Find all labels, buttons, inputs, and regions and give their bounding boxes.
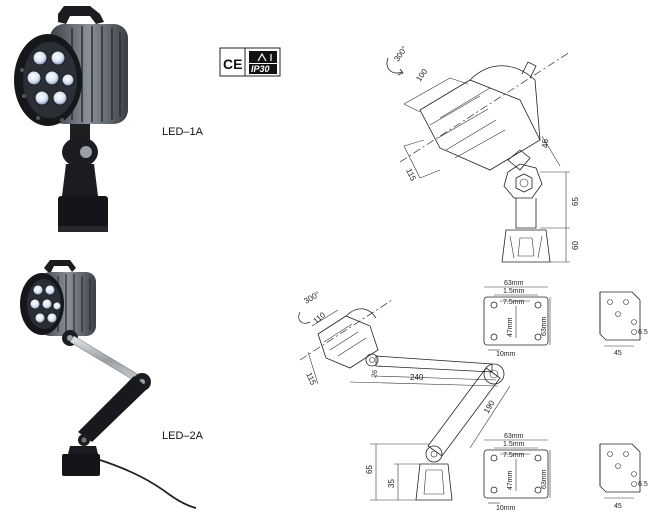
dim-2a-rotation: 300° xyxy=(303,290,322,306)
mount-plate-2: 63mm 1.5mm 7.5mm 47mm 63mm 10mm xyxy=(483,433,551,512)
plate-2-inner: 1.5mm xyxy=(503,441,525,448)
dim-2a-small: 26 xyxy=(371,369,379,378)
ip-rating: IP30 xyxy=(251,64,270,74)
plate-2-width: 63mm xyxy=(504,433,524,440)
plate-1-inner: 1.5mm xyxy=(503,288,525,295)
plate-1-width: 63mm xyxy=(504,280,524,287)
bracket-2-hole: 6.5 xyxy=(638,481,648,488)
plate-2-bottom: 10mm xyxy=(496,505,516,512)
plate-1-bottom: 10mm xyxy=(496,351,516,358)
dim-2a-base: 35 xyxy=(387,479,396,488)
bracket-1-hole: 6.5 xyxy=(638,329,648,336)
dim-2a-head-side: 115 xyxy=(304,371,318,387)
led-1a-photo xyxy=(14,6,128,232)
dim-1a-joint: 65 xyxy=(571,197,580,206)
dim-2a-head-top: 110 xyxy=(312,310,328,325)
dim-1a-base: 60 xyxy=(571,241,580,250)
dim-2a-forearm: 190 xyxy=(482,398,497,415)
bracket-2: 6.5 45 xyxy=(599,443,648,510)
dim-1a-neck: 46 xyxy=(541,139,550,148)
dim-2a-arm: 240 xyxy=(410,373,424,382)
plate-2-hole-spacing: 47mm xyxy=(507,470,514,490)
model-label-led-2a: LED–2A xyxy=(162,430,204,442)
mount-plate-1: 63mm 1.5mm 7.5mm 47mm 63mm 10mm xyxy=(483,280,551,358)
ce-mark: CE xyxy=(223,56,242,72)
drawing-led-1a: 300° 100 115 46 65 60 xyxy=(386,44,580,263)
plate-2-height: 63mm xyxy=(541,469,548,489)
drawing-led-2a: 300° 110 115 26 240 190 65 35 xyxy=(298,290,511,501)
dim-1a-rotation: 300° xyxy=(392,44,409,63)
certification-badge: CE IP30 xyxy=(219,47,281,77)
plate-2-hole: 7.5mm xyxy=(503,452,525,459)
plate-1-height: 63mm xyxy=(541,316,548,336)
bracket-1: 6.5 45 xyxy=(599,291,648,357)
dim-1a-head-top: 100 xyxy=(414,67,429,84)
plate-1-hole-spacing: 47mm xyxy=(507,317,514,337)
dim-2a-base-total: 65 xyxy=(365,465,374,474)
model-label-led-1a: LED–1A xyxy=(162,126,204,138)
led-2a-photo xyxy=(20,260,197,509)
plate-1-hole: 7.5mm xyxy=(503,299,525,306)
bracket-2-width: 45 xyxy=(614,503,622,510)
bracket-1-width: 45 xyxy=(614,350,622,357)
